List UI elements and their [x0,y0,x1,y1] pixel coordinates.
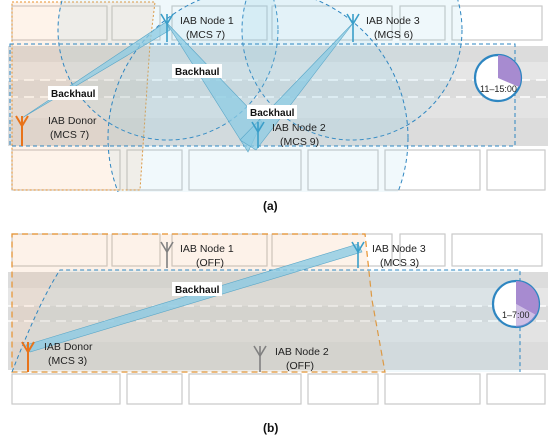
panel-b-node3-name: IAB Node 3 [372,243,426,255]
panel-a-caption: (a) [263,199,278,213]
panel-a-donor-antenna-icon [15,115,29,146]
panel-b: IAB Node 1 (OFF) IAB Node 3 (MCS 3) IAB … [8,233,548,405]
panel-a-backhaul-label-3: Backhaul [250,108,295,119]
panel-b-backhaul-label: Backhaul [175,285,220,296]
panel-b-node3-coverage [11,269,521,373]
panel-b-top-buildings [11,233,543,267]
panel-a-node1-status: (MCS 7) [186,29,225,41]
panel-a-time-window: 11–15:00 [480,84,517,94]
panel-b-node2-antenna-icon [253,345,267,372]
panel-b-node1-name: IAB Node 1 [180,243,234,255]
panel-a-backhaul-label-2: Backhaul [175,67,220,78]
panel-b-donor-antenna-icon [21,341,35,372]
panel-b-donor-status: (MCS 3) [48,355,87,367]
panel-a-node1-antenna-icon [160,13,174,42]
panel-b-node3-status: (MCS 3) [380,257,419,269]
panel-b-node2-name: IAB Node 2 [275,346,329,358]
panel-a-node3-coverage [241,0,463,141]
panel-b-node3-antenna-icon [351,241,365,268]
panel-b-donor-name: IAB Donor [44,341,93,353]
panel-b-node2-status: (OFF) [286,360,314,372]
panel-a: IAB Node 1 (MCS 7) IAB Node 3 (MCS 6) IA… [8,0,548,192]
panel-a-backhaul-label-1: Backhaul [51,89,96,100]
panel-b-time-window: 1–7:00 [502,310,530,320]
panel-b-node1-status: (OFF) [196,257,224,269]
panel-b-bottom-buildings [11,373,546,405]
panel-a-node2-name: IAB Node 2 [272,122,326,134]
panel-b-caption: (b) [263,421,278,435]
panel-a-donor-status: (MCS 7) [50,129,89,141]
panel-a-node1-name: IAB Node 1 [180,15,234,27]
panel-a-node3-status: (MCS 6) [374,29,413,41]
panel-a-node3-name: IAB Node 3 [366,15,420,27]
panel-a-node3-antenna-icon [346,13,360,42]
panel-a-node2-antenna-icon [251,121,265,148]
panel-b-node1-antenna-icon [160,241,174,268]
panel-a-top-buildings [11,5,543,41]
panel-a-node2-status: (MCS 9) [280,136,319,148]
panel-a-donor-name: IAB Donor [48,115,97,127]
panel-a-clock-icon [473,53,523,103]
panel-b-clock-icon [491,279,541,329]
